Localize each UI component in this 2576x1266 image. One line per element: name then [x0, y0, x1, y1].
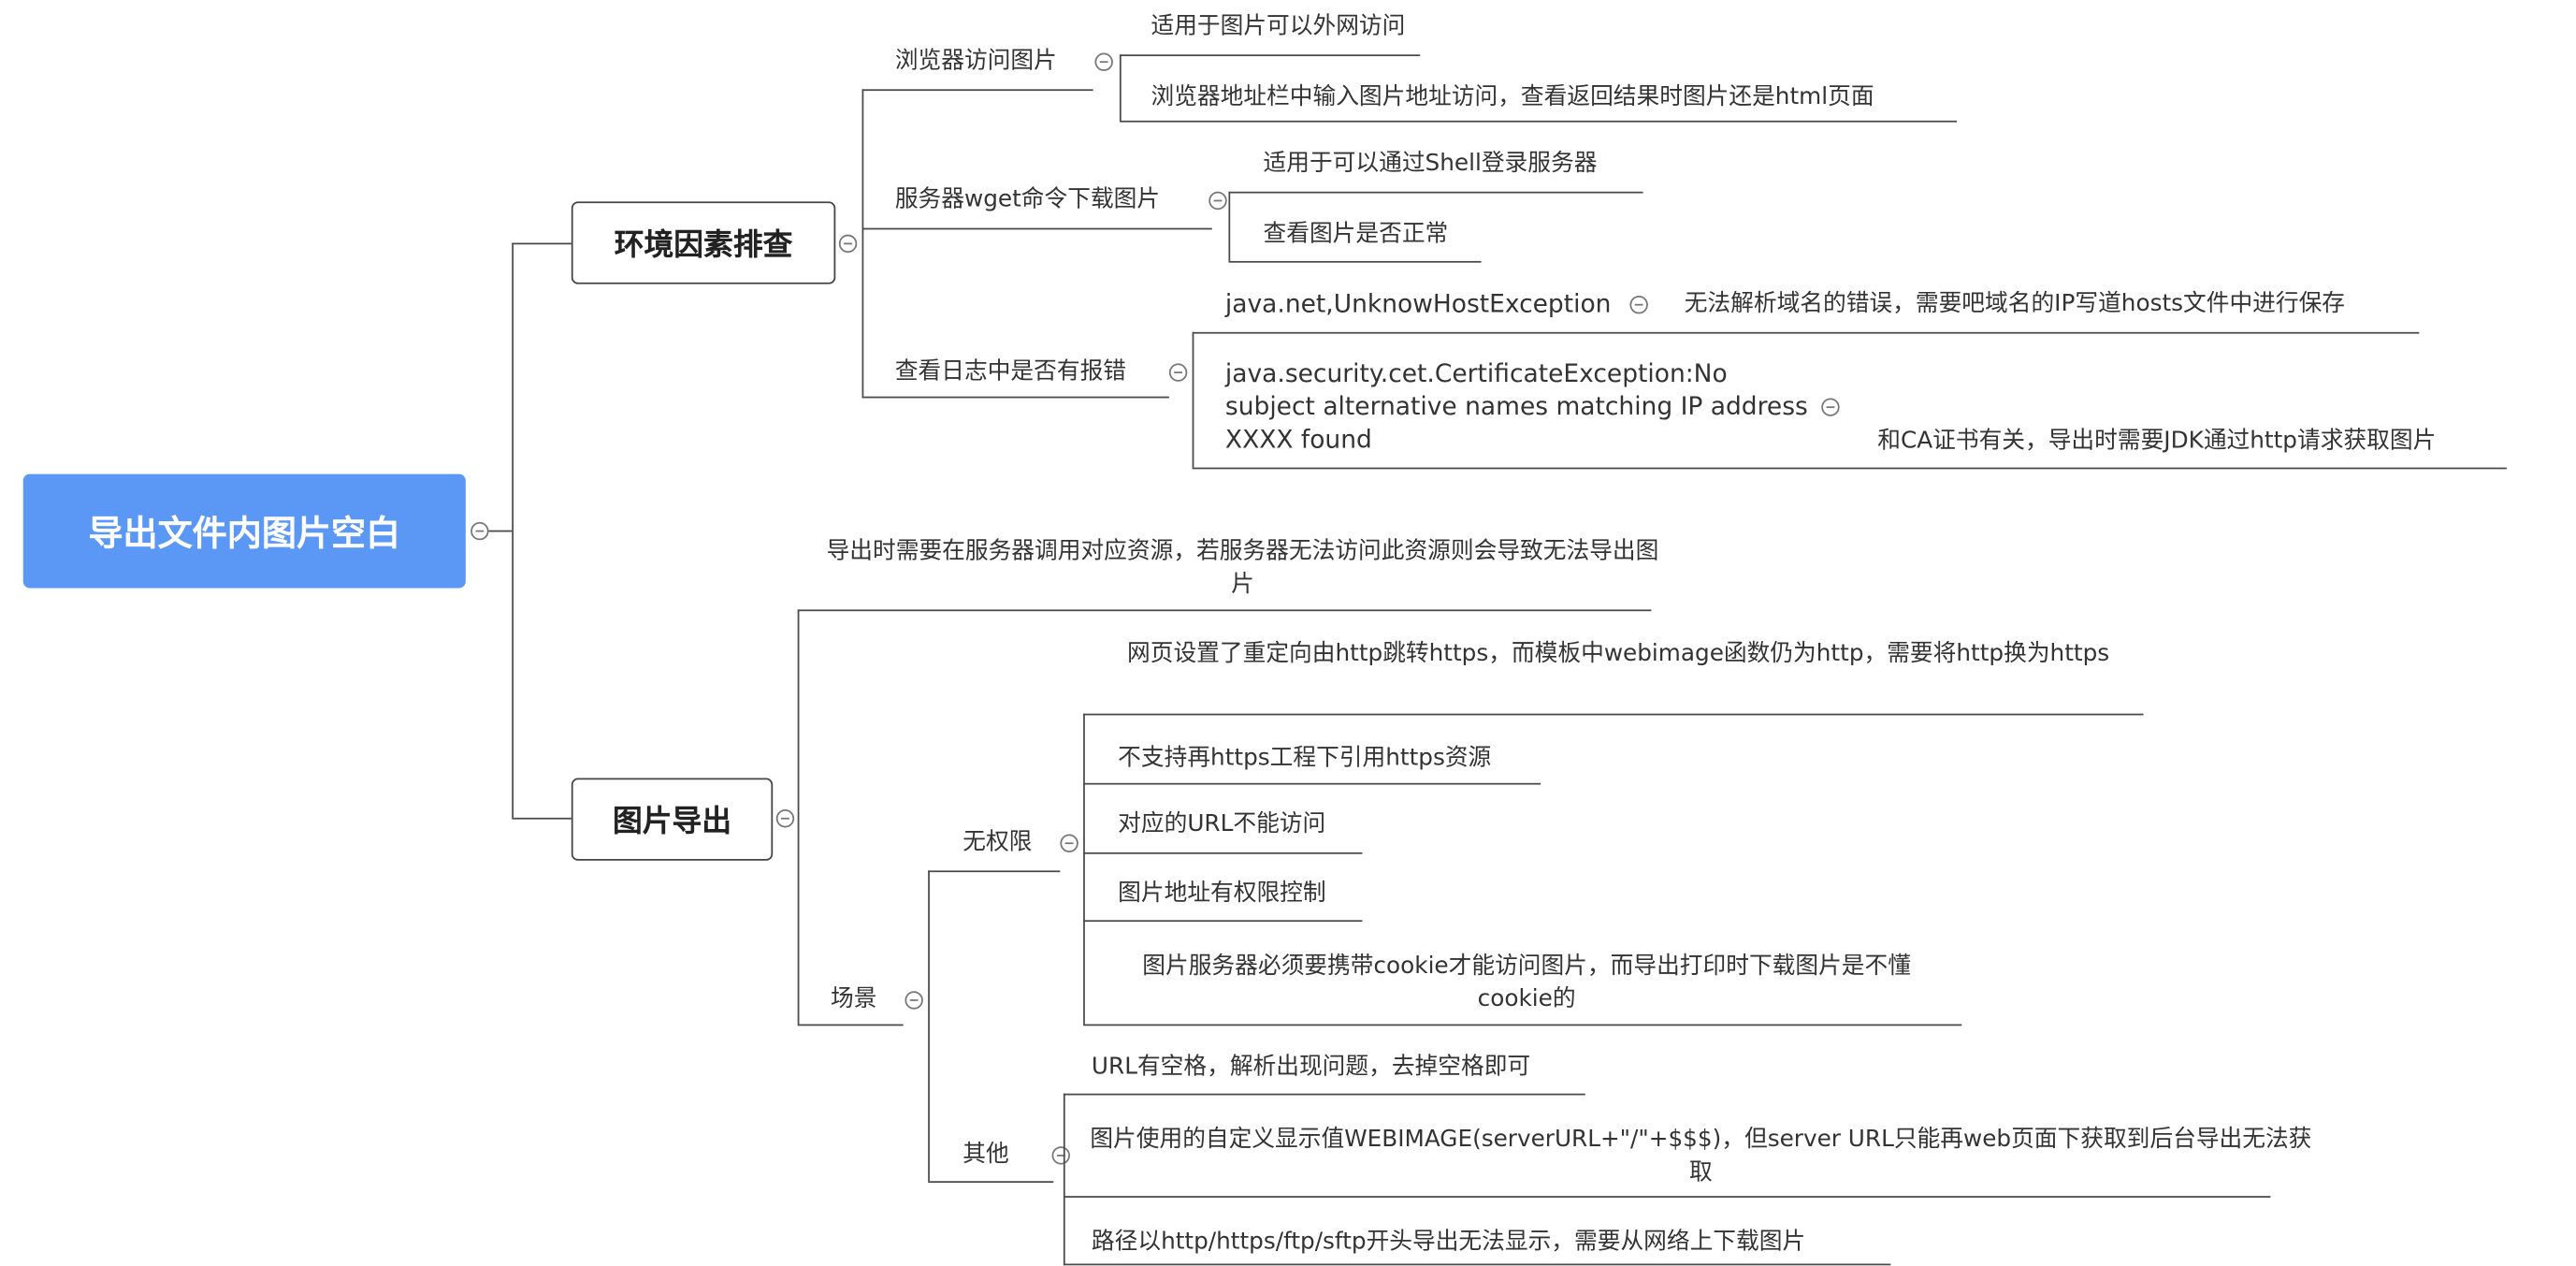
leaf-note[interactable]: 无法解析域名的错误，需要吧域名的IP写道hosts文件中进行保存	[1684, 290, 2346, 317]
connector-line	[1119, 54, 1421, 57]
subtopic-no-permission[interactable]: 无权限	[962, 829, 1033, 856]
connector-line	[1083, 920, 1363, 923]
connector-line	[1083, 851, 1363, 854]
collapse-icon[interactable]	[1629, 296, 1648, 314]
subtopic-reason[interactable]: 导出时需要在服务器调用对应资源，若服务器无法访问此资源则会导致无法导出图片	[826, 538, 1659, 599]
connector-line	[797, 609, 1652, 612]
collapse-icon[interactable]	[1168, 363, 1188, 382]
connector-line	[1192, 331, 2420, 334]
leaf-note[interactable]: 和CA证书有关，导出时需要JDK通过http请求获取图片	[1877, 428, 2437, 455]
connector-line	[512, 817, 572, 820]
collapse-icon[interactable]	[1094, 52, 1113, 71]
root-topic[interactable]: 导出文件内图片空白	[22, 473, 466, 589]
collapse-icon[interactable]	[1051, 1146, 1070, 1165]
connector-line	[1083, 713, 2144, 716]
connector-line	[488, 530, 513, 532]
leaf[interactable]: 图片地址有权限控制	[1118, 880, 1326, 908]
leaf[interactable]: 图片使用的自定义显示值WEBIMAGE(serverURL+"/"+$$$)，但…	[1090, 1127, 2312, 1186]
connector-line	[861, 89, 1093, 92]
leaf[interactable]: 浏览器地址栏中输入图片地址访问，查看返回结果时图片还是html页面	[1151, 84, 1874, 111]
root-topic-label: 导出文件内图片空白	[88, 513, 401, 553]
connector-line	[797, 1024, 904, 1026]
subtopic-logs[interactable]: 查看日志中是否有报错	[894, 358, 1127, 386]
connector-line	[1083, 1024, 1962, 1026]
leaf[interactable]: 查看图片是否正常	[1263, 221, 1449, 248]
connector-line	[1192, 467, 2507, 470]
connector-line	[1083, 782, 1541, 785]
connector-line	[1228, 191, 1231, 261]
connector-line	[1063, 1093, 1065, 1266]
leaf[interactable]: 适用于图片可以外网访问	[1151, 13, 1406, 40]
collapse-icon[interactable]	[838, 234, 858, 254]
leaf-error-line[interactable]: java.security.cet.CertificateException:N…	[1224, 358, 1728, 388]
leaf-error-line[interactable]: subject alternative names matching IP ad…	[1224, 391, 1808, 422]
collapse-icon[interactable]	[1821, 398, 1840, 416]
leaf[interactable]: 路径以http/https/ftp/sftp开头导出无法显示，需要从网络上下载图…	[1091, 1229, 1806, 1256]
topic-env-check[interactable]: 环境因素排查	[571, 201, 836, 284]
connector-line	[1063, 1263, 1891, 1266]
connector-line	[861, 396, 1169, 399]
collapse-icon[interactable]	[775, 809, 795, 828]
topic-image-export[interactable]: 图片导出	[571, 778, 774, 861]
collapse-icon[interactable]	[904, 991, 923, 1010]
connector-line	[928, 1181, 1054, 1184]
leaf-error-line[interactable]: XXXX found	[1224, 424, 1372, 455]
connector-line	[928, 870, 1061, 873]
leaf[interactable]: 网页设置了重定向由http跳转https，而模板中webimage函数仍为htt…	[1127, 640, 2110, 668]
collapse-icon[interactable]	[1060, 834, 1078, 852]
connector-line	[1119, 54, 1122, 121]
leaf-error[interactable]: java.net,UnknowHostException	[1224, 288, 1612, 319]
subtopic-other[interactable]: 其他	[962, 1141, 1009, 1169]
connector-line	[861, 227, 1212, 230]
collapse-icon[interactable]	[470, 521, 489, 541]
connector-line	[1119, 120, 1957, 123]
topic-label: 环境因素排查	[614, 227, 793, 263]
connector-line	[512, 242, 572, 245]
connector-line	[1063, 1093, 1585, 1096]
subtopic-browser[interactable]: 浏览器访问图片	[894, 48, 1057, 75]
subtopic-wget[interactable]: 服务器wget命令下载图片	[894, 186, 1161, 213]
connector-line	[1228, 191, 1643, 194]
leaf[interactable]: 图片服务器必须要携带cookie才能访问图片，而导出打印时下载图片是不懂cook…	[1142, 953, 1911, 1013]
collapse-icon[interactable]	[1208, 191, 1227, 211]
topic-label: 图片导出	[612, 804, 732, 839]
connector-line	[1192, 331, 1194, 468]
connector-line	[1063, 1196, 2271, 1198]
connector-line	[861, 89, 864, 399]
connector-line	[797, 609, 800, 1025]
subtopic-scenario[interactable]: 场景	[830, 985, 877, 1013]
leaf[interactable]: 对应的URL不能访问	[1118, 810, 1326, 838]
leaf[interactable]: 不支持再https工程下引用https资源	[1118, 745, 1492, 772]
leaf[interactable]: URL有空格，解析出现问题，去掉空格即可	[1091, 1054, 1531, 1081]
leaf[interactable]: 适用于可以通过Shell登录服务器	[1263, 150, 1598, 177]
connector-line	[1228, 260, 1482, 263]
connector-line	[928, 870, 930, 1182]
connector-line	[1083, 713, 1085, 1025]
connector-line	[512, 242, 514, 818]
